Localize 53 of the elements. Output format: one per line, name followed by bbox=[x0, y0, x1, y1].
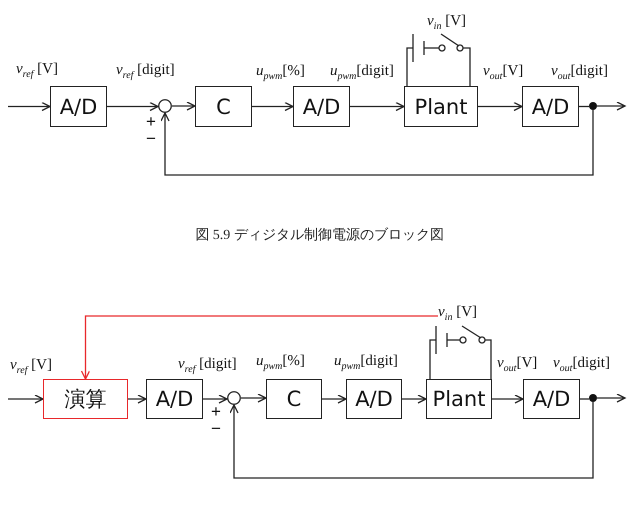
arrow bbox=[172, 101, 196, 111]
arrow bbox=[160, 110, 594, 176]
junction-dot bbox=[589, 394, 597, 402]
block-box: A/D bbox=[523, 379, 580, 419]
arrow bbox=[350, 102, 405, 112]
block-box: A/D bbox=[293, 86, 350, 127]
block-box: A/D bbox=[522, 86, 579, 127]
block-box: Plant bbox=[404, 86, 478, 127]
signal-label: v$_{ref}$ [V] bbox=[10, 356, 52, 378]
signal-label: v$_{out}$[V] bbox=[497, 354, 538, 376]
arrow bbox=[597, 101, 626, 111]
signal-label: u$_{pwm}$[digit] bbox=[330, 62, 394, 84]
arrow bbox=[322, 394, 347, 404]
signal-label: u$_{pwm}$[%] bbox=[256, 352, 305, 374]
signal-label: v$_{ref}$ [digit] bbox=[116, 61, 175, 83]
arrow bbox=[229, 402, 594, 479]
connector-line bbox=[579, 106, 589, 108]
arrow bbox=[478, 102, 523, 112]
summing-junction bbox=[158, 99, 172, 113]
arrow bbox=[107, 102, 159, 112]
signal-label: v$_{out}$[digit] bbox=[551, 62, 608, 84]
sign-label: + bbox=[146, 113, 156, 131]
arrow bbox=[241, 393, 267, 403]
arrow bbox=[8, 102, 51, 112]
arrow bbox=[8, 394, 44, 404]
arrow bbox=[402, 394, 427, 404]
signal-label: v$_{ref}$ [V] bbox=[16, 60, 58, 82]
junction-dot bbox=[589, 102, 597, 110]
sign-label: − bbox=[146, 130, 156, 148]
arrow bbox=[128, 394, 147, 404]
figure-caption: 図 5.9 ディジタル制御電源のブロック図 bbox=[195, 226, 444, 244]
arrow bbox=[492, 394, 524, 404]
signal-label: v$_{in}$ [V] bbox=[427, 12, 466, 34]
signal-label: v$_{out}$[digit] bbox=[553, 354, 610, 376]
arrow bbox=[80, 315, 438, 380]
signal-label: u$_{pwm}$[digit] bbox=[334, 352, 398, 374]
signal-label: v$_{in}$ [V] bbox=[438, 303, 478, 327]
signal-label: v$_{out}$[V] bbox=[483, 62, 524, 84]
block-box: 演算 bbox=[43, 379, 128, 419]
sign-label: + bbox=[211, 403, 221, 421]
summing-junction bbox=[227, 391, 241, 405]
block-box: C bbox=[266, 379, 322, 419]
signal-label: u$_{pwm}$[%] bbox=[256, 62, 305, 84]
block-box: A/D bbox=[146, 379, 203, 419]
block-box: Plant bbox=[426, 379, 492, 419]
arrow bbox=[252, 102, 294, 112]
block-box: C bbox=[195, 86, 252, 127]
block-box: A/D bbox=[50, 86, 107, 127]
arrow bbox=[203, 394, 228, 404]
signal-label: v$_{ref}$ [digit] bbox=[178, 355, 237, 377]
arrow bbox=[597, 393, 626, 403]
sign-label: − bbox=[211, 420, 221, 438]
block-box: A/D bbox=[346, 379, 402, 419]
